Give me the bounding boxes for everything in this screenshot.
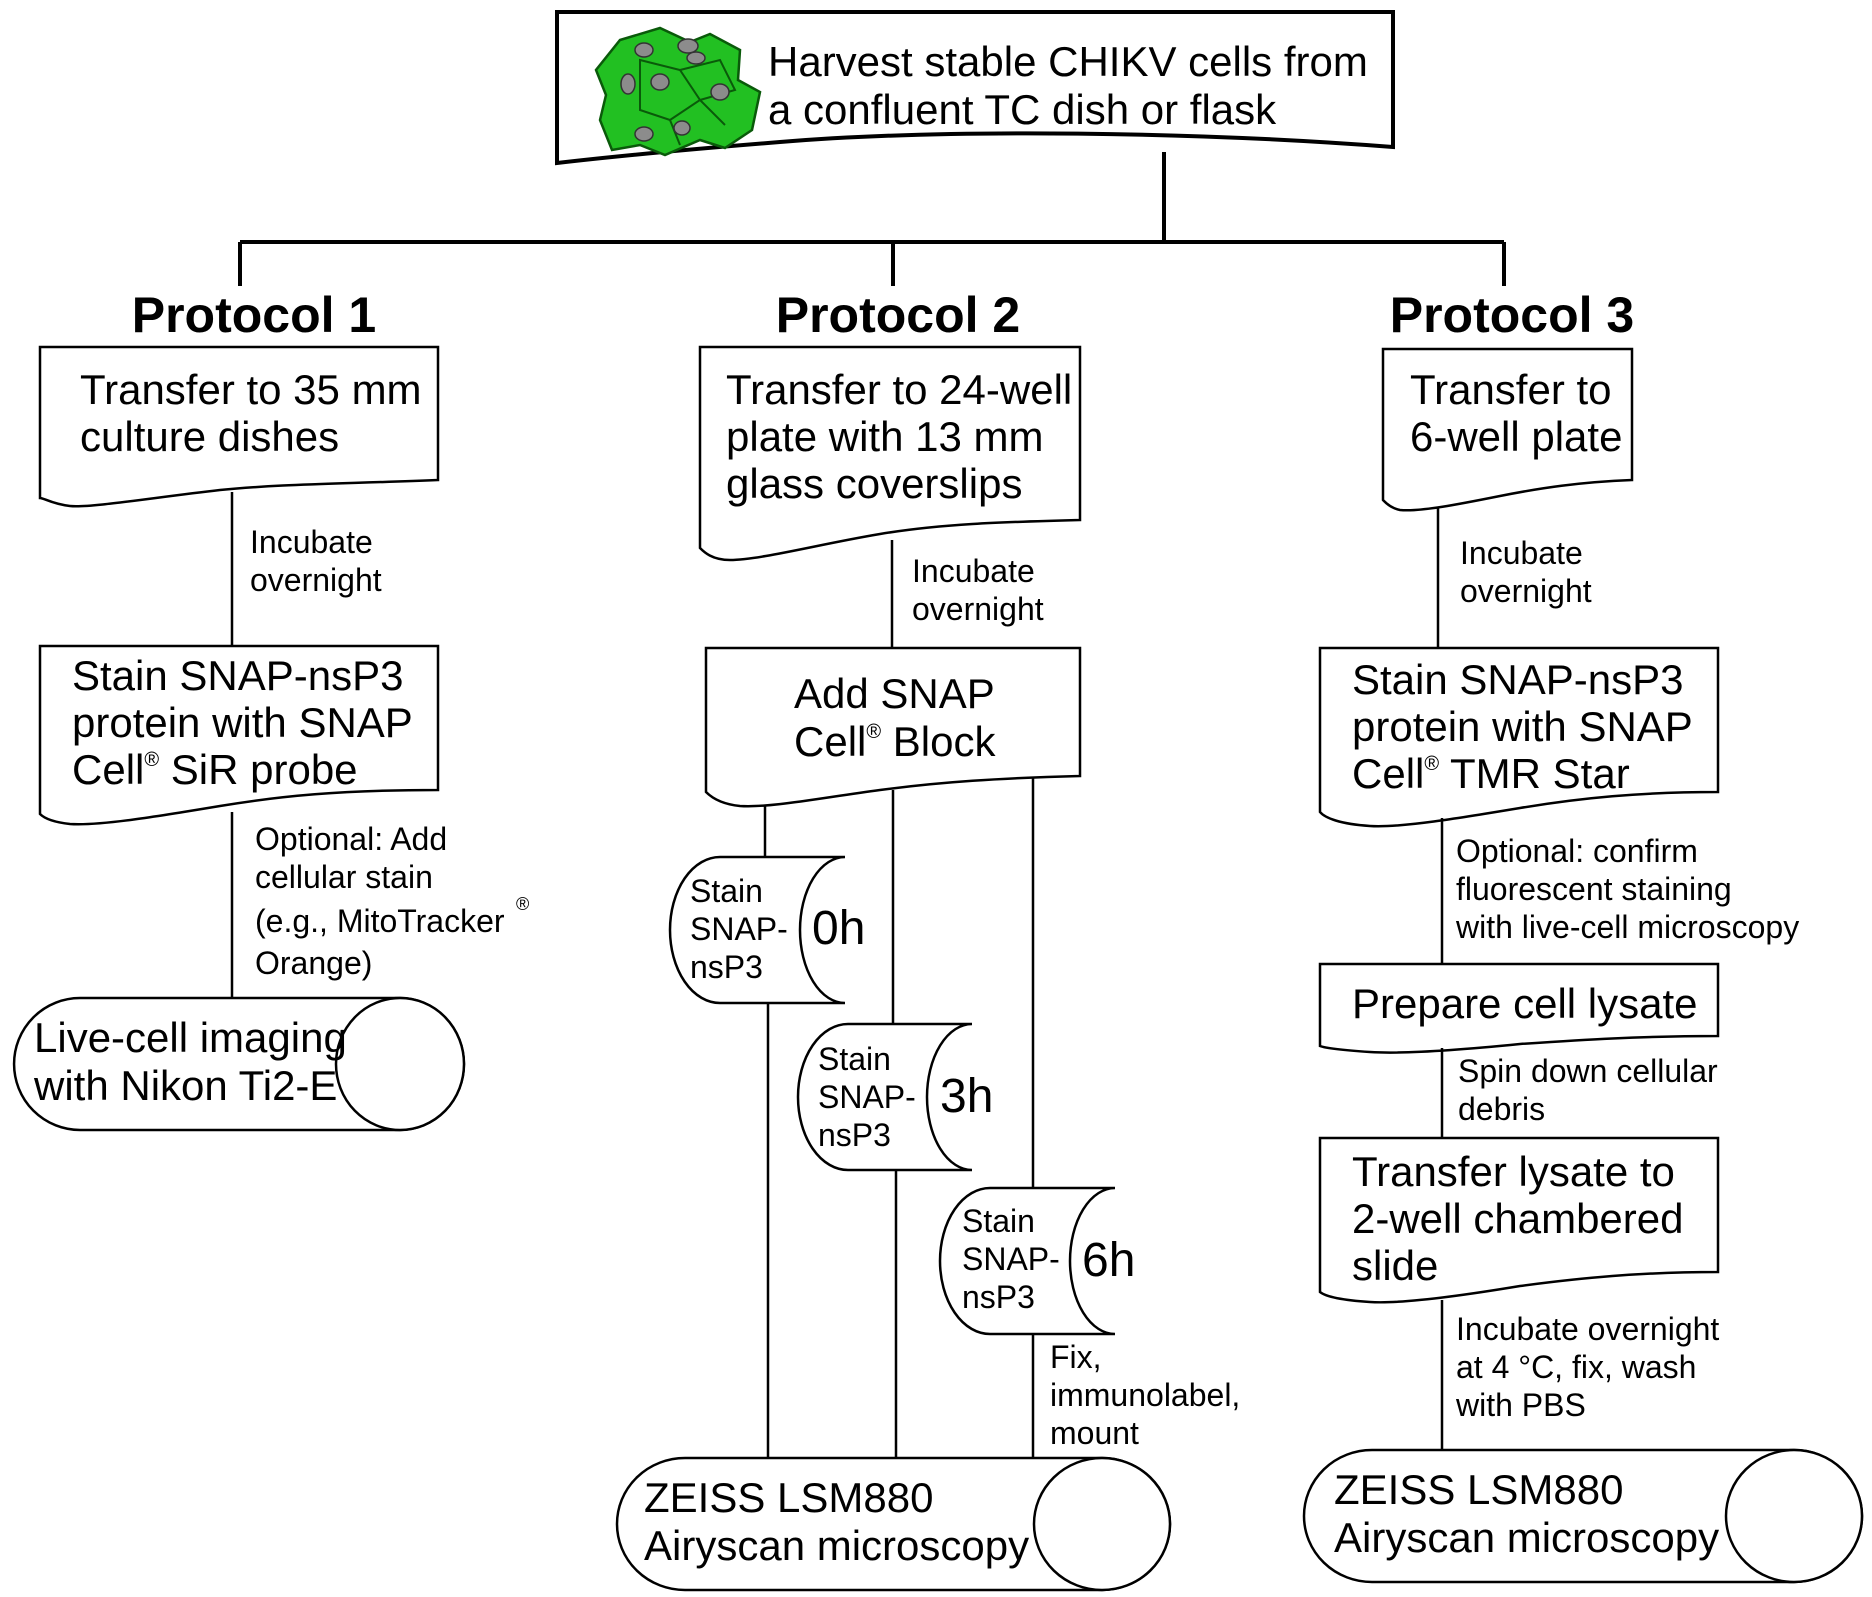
- p3-incubate-fix-line3: with PBS: [1455, 1387, 1586, 1423]
- p2-stain-6h-line3: nsP3: [962, 1279, 1035, 1315]
- p1-incubate-line2: overnight: [250, 562, 382, 598]
- p1-optional-line2: cellular stain: [255, 859, 433, 895]
- p2-block-line1: Add SNAP: [794, 670, 995, 717]
- p2-transfer-line3: glass coverslips: [726, 460, 1022, 507]
- p2-imaging-line2: Airyscan microscopy: [644, 1522, 1029, 1569]
- p2-fix-line1: Fix,: [1050, 1339, 1102, 1375]
- p2-incubate-line2: overnight: [912, 591, 1044, 627]
- p2-stain-0h-line1: Stain: [690, 873, 763, 909]
- p2-block-line2: Cell® Block: [794, 718, 996, 765]
- p3-transfer-box: Transfer to 6-well plate: [1381, 347, 1634, 512]
- p3-incubate-line1: Incubate: [1460, 535, 1583, 571]
- p1-stain-box: Stain SNAP-nsP3 protein with SNAP Cell® …: [38, 644, 440, 826]
- p3-spin-line1: Spin down cellular: [1458, 1053, 1718, 1089]
- p1-transfer-line2: culture dishes: [80, 413, 339, 460]
- p3-optional-line3: with live-cell microscopy: [1455, 909, 1799, 945]
- p1-stain-line1: Stain SNAP-nsP3: [72, 652, 404, 699]
- p3-lysate-box: Prepare cell lysate: [1318, 962, 1720, 1054]
- p2-stain-6h: Stain SNAP- nsP3 6h: [938, 1186, 1135, 1336]
- p3-stain-box: Stain SNAP-nsP3 protein with SNAP Cell® …: [1318, 646, 1720, 828]
- p2-stain-3h-line1: Stain: [818, 1041, 891, 1077]
- p3-incubate-fix-line2: at 4 °C, fix, wash: [1456, 1349, 1696, 1385]
- p2-incubate-line1: Incubate: [912, 553, 1035, 589]
- p2-imaging-line1: ZEISS LSM880: [644, 1474, 933, 1521]
- p2-transfer-box: Transfer to 24-well plate with 13 mm gla…: [698, 345, 1082, 562]
- harvest-line1: Harvest stable CHIKV cells from: [768, 38, 1368, 85]
- p1-registered-mark: ®: [516, 894, 529, 914]
- p2-stain-3h-line2: SNAP-: [818, 1079, 916, 1115]
- harvest-line2: a confluent TC dish or flask: [768, 86, 1277, 133]
- protocol-1-title: Protocol 1: [132, 287, 376, 343]
- p2-stain-3h-line3: nsP3: [818, 1117, 891, 1153]
- p1-optional-line3: (e.g., MitoTracker: [255, 903, 505, 939]
- tree-connector: [238, 152, 1506, 286]
- p2-stain-6h-line1: Stain: [962, 1203, 1035, 1239]
- p3-imaging-drum: ZEISS LSM880 Airyscan microscopy: [1302, 1448, 1864, 1584]
- p3-imaging-line1: ZEISS LSM880: [1334, 1466, 1623, 1513]
- protocol-2-column: Protocol 2 Transfer to 24-well plate wit…: [615, 287, 1240, 1592]
- protocol-2-title: Protocol 2: [776, 287, 1020, 343]
- p1-optional-line1: Optional: Add: [255, 821, 447, 857]
- p2-time-3h: 3h: [940, 1070, 993, 1123]
- p2-stain-0h-line2: SNAP-: [690, 911, 788, 947]
- p3-transfer-line2: 6-well plate: [1410, 413, 1622, 460]
- p2-stain-0h-line3: nsP3: [690, 949, 763, 985]
- p2-imaging-drum: ZEISS LSM880 Airyscan microscopy: [615, 1456, 1172, 1592]
- p3-lysate-label: Prepare cell lysate: [1352, 980, 1698, 1027]
- p2-fix-line3: mount: [1050, 1415, 1139, 1451]
- p3-transfer-lysate-line3: slide: [1352, 1242, 1438, 1289]
- p1-imaging-drum: Live-cell imaging with Nikon Ti2-E: [12, 996, 466, 1132]
- p3-incubate-line2: overnight: [1460, 573, 1592, 609]
- p1-stain-line3: Cell® SiR probe: [72, 746, 358, 793]
- p3-transfer-lysate-line2: 2-well chambered: [1352, 1195, 1684, 1242]
- p3-incubate-fix-line1: Incubate overnight: [1456, 1311, 1719, 1347]
- p3-optional-line2: fluorescent staining: [1456, 871, 1732, 907]
- p2-stain-3h: Stain SNAP- nsP3 3h: [796, 1022, 993, 1172]
- p2-block-box: Add SNAP Cell® Block: [704, 646, 1082, 808]
- p1-transfer-line1: Transfer to 35 mm: [80, 366, 422, 413]
- p3-spin-line2: debris: [1458, 1091, 1545, 1127]
- p1-optional-line4: Orange): [255, 945, 372, 981]
- harvest-box: Harvest stable CHIKV cells from a conflu…: [555, 10, 1395, 166]
- protocol-1-column: Protocol 1 Transfer to 35 mm culture dis…: [12, 287, 529, 1132]
- p1-stain-line2: protein with SNAP: [72, 699, 413, 746]
- p3-stain-line2: protein with SNAP: [1352, 703, 1693, 750]
- p2-time-6h: 6h: [1082, 1234, 1135, 1287]
- p3-transfer-lysate-line1: Transfer lysate to: [1352, 1148, 1675, 1195]
- cell-cluster-icon: [594, 26, 762, 157]
- p3-transfer-lysate-box: Transfer lysate to 2-well chambered slid…: [1318, 1136, 1720, 1304]
- p2-transfer-line2: plate with 13 mm: [726, 413, 1043, 460]
- protocol-3-title: Protocol 3: [1390, 287, 1634, 343]
- p1-imaging-line2: with Nikon Ti2-E: [33, 1062, 337, 1109]
- p2-stain-0h: Stain SNAP- nsP3 0h: [668, 855, 865, 1005]
- p3-transfer-line1: Transfer to: [1410, 366, 1612, 413]
- protocol-3-column: Protocol 3 Transfer to 6-well plate Incu…: [1302, 287, 1864, 1584]
- p3-optional-line1: Optional: confirm: [1456, 833, 1698, 869]
- p2-time-0h: 0h: [812, 902, 865, 955]
- p1-transfer-box: Transfer to 35 mm culture dishes: [38, 345, 440, 508]
- p3-stain-line3: Cell® TMR Star: [1352, 750, 1630, 797]
- p3-stain-line1: Stain SNAP-nsP3: [1352, 656, 1684, 703]
- p3-imaging-line2: Airyscan microscopy: [1334, 1514, 1719, 1561]
- p1-incubate-line1: Incubate: [250, 524, 373, 560]
- p2-fix-line2: immunolabel,: [1050, 1377, 1240, 1413]
- p2-stain-6h-line2: SNAP-: [962, 1241, 1060, 1277]
- p2-transfer-line1: Transfer to 24-well: [726, 366, 1072, 413]
- p1-imaging-line1: Live-cell imaging: [34, 1014, 347, 1061]
